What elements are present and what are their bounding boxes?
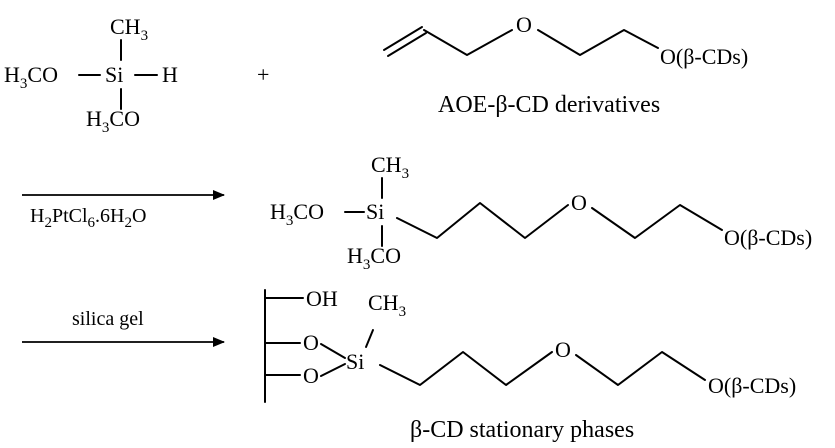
product-si-atom: Si [346,349,364,374]
product-ether-oxygen: O [555,337,571,362]
silane-si-atom: Si [105,62,123,87]
intermediate-ether-oxygen: O [571,190,587,215]
intermediate-cd-end-group: O(β-CDs) [724,225,812,250]
allyl-double-bond-inner [387,32,427,57]
intermediate-methoxy-bottom-label: H3CO [347,243,401,273]
allyl-cd-end-group: O(β-CDs) [660,44,748,69]
step2-arrow-group: silica gel [22,308,225,347]
intermediate-silane: CH3 H3CO Si H3CO O O(β-CDs) [270,152,812,273]
intermediate-si-atom: Si [366,199,384,224]
allyl-ether-oxygen: O [516,12,532,37]
product-caption: β-CD stationary phases [410,417,634,443]
step1-arrow-group: H2PtCl6.6H2O [22,190,225,231]
intermediate-methyl-label: CH3 [371,152,409,182]
plus-sign: + [257,62,269,87]
surface-hydroxyl-label: OH [306,286,338,311]
allyl-caption: AOE-β-CD derivatives [438,92,660,118]
allyl-ethylene-bonds [537,29,659,56]
silane-h-atom: H [162,62,178,87]
product-si-methyl-bond [365,329,374,348]
o-bottom-si-bond [320,363,346,377]
product-cd-end-group: O(β-CDs) [708,373,796,398]
product-stationary-phase: OH O O Si CH3 O O(β-CDs) β-CD stationary… [264,286,796,443]
intermediate-ethylene-bonds [591,204,723,239]
product-ethylene-bonds [575,351,706,386]
step1-catalyst-label: H2PtCl6.6H2O [30,205,146,231]
reactant-allyl-ether: O O(β-CDs) AOE-β-CD derivatives [383,12,748,118]
intermediate-methoxy-left-label: H3CO [270,199,324,229]
product-propyl-chain [379,351,553,386]
allyl-double-bond-outer [383,26,423,51]
reactant-silane: CH3 H3CO Si H H3CO [4,14,178,136]
allyl-chain-bonds [423,29,513,56]
silane-methoxy-left-label: H3CO [4,62,58,92]
intermediate-propyl-chain [396,202,569,239]
step2-reagent-label: silica gel [72,308,144,330]
product-o-bottom-atom: O [303,363,319,388]
silane-methoxy-bottom-label: H3CO [86,106,140,136]
silane-methyl-label: CH3 [110,14,148,44]
product-o-top-atom: O [303,330,319,355]
o-top-si-bond [320,343,346,359]
product-methyl-label: CH3 [368,290,406,320]
